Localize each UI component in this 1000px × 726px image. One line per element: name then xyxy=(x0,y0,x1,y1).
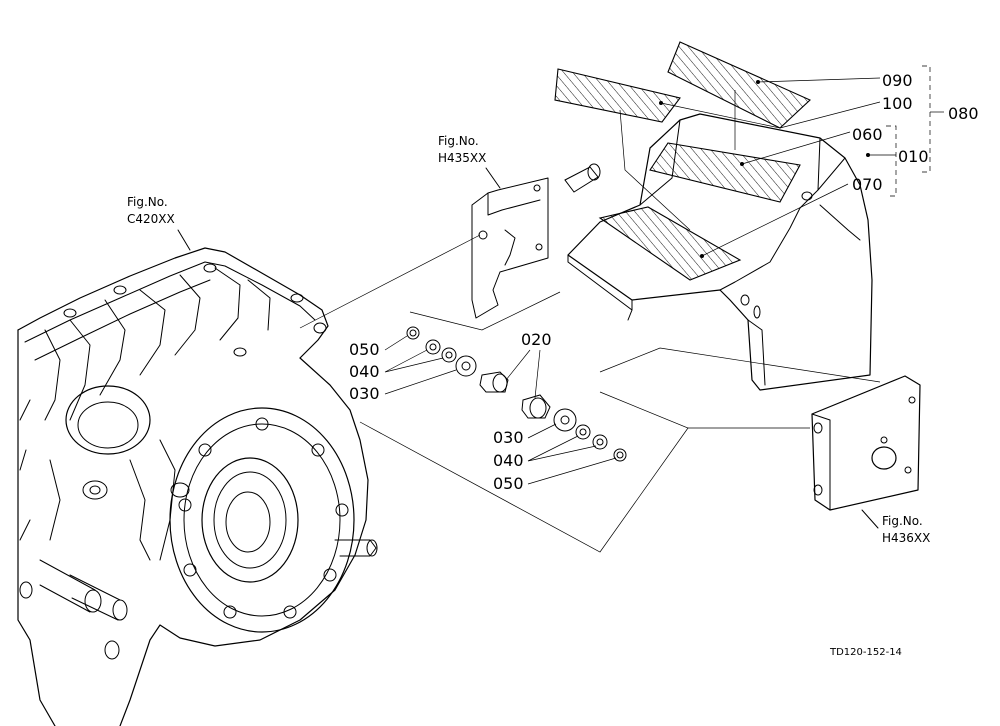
drawing-code: TD120-152-14 xyxy=(829,647,902,658)
transmission-housing xyxy=(17,247,378,726)
callout-050-lower: 050 xyxy=(493,474,524,493)
callout-070: 070 xyxy=(852,175,883,194)
figure-ref-bracket-left: Fig.No. H435XX xyxy=(438,134,501,189)
decal-100 xyxy=(667,41,811,129)
callout-050-upper: 050 xyxy=(349,340,380,359)
hardware-upper-left xyxy=(406,326,509,393)
decal-060 xyxy=(649,142,801,203)
callout-100: 100 xyxy=(882,94,913,113)
callout-020: 020 xyxy=(521,330,552,349)
figure-ref-transmission: Fig.No. C420XX xyxy=(127,195,191,251)
leader-upper xyxy=(409,291,561,331)
callout-030-upper: 030 xyxy=(349,384,380,403)
callout-060: 060 xyxy=(852,125,883,144)
callout-040-lower: 040 xyxy=(493,451,524,470)
figure-ref-transmission-line2: C420XX xyxy=(127,212,175,226)
leader-right-bracket xyxy=(599,347,881,383)
figure-ref-transmission-line1: Fig.No. xyxy=(127,195,168,209)
leader-housing-bracket xyxy=(299,234,481,329)
callout-090: 090 xyxy=(882,71,913,90)
figure-ref-bracket-right: Fig.No. H436XX xyxy=(861,509,930,545)
part-callouts: 050 040 030 020 030 040 050 090 100 060 … xyxy=(349,65,979,493)
leader-lower xyxy=(359,391,689,553)
hardware-lower xyxy=(521,394,627,462)
callout-010: 010 xyxy=(898,147,929,166)
callout-080: 080 xyxy=(948,104,979,123)
decal-070 xyxy=(598,206,742,281)
figure-ref-bracket-left-line2: H435XX xyxy=(438,151,486,165)
stud-bolt-upper xyxy=(564,163,601,193)
figure-ref-bracket-right-line2: H436XX xyxy=(882,531,930,545)
fender-step xyxy=(567,113,873,391)
bracket-right xyxy=(811,375,921,511)
callout-040-upper: 040 xyxy=(349,362,380,381)
decal-leaders xyxy=(619,77,896,258)
decal-090 xyxy=(554,68,681,123)
bracket-left xyxy=(471,177,549,319)
figure-ref-bracket-left-line1: Fig.No. xyxy=(438,134,479,148)
callout-030-lower: 030 xyxy=(493,428,524,447)
figure-ref-bracket-right-line1: Fig.No. xyxy=(882,514,923,528)
